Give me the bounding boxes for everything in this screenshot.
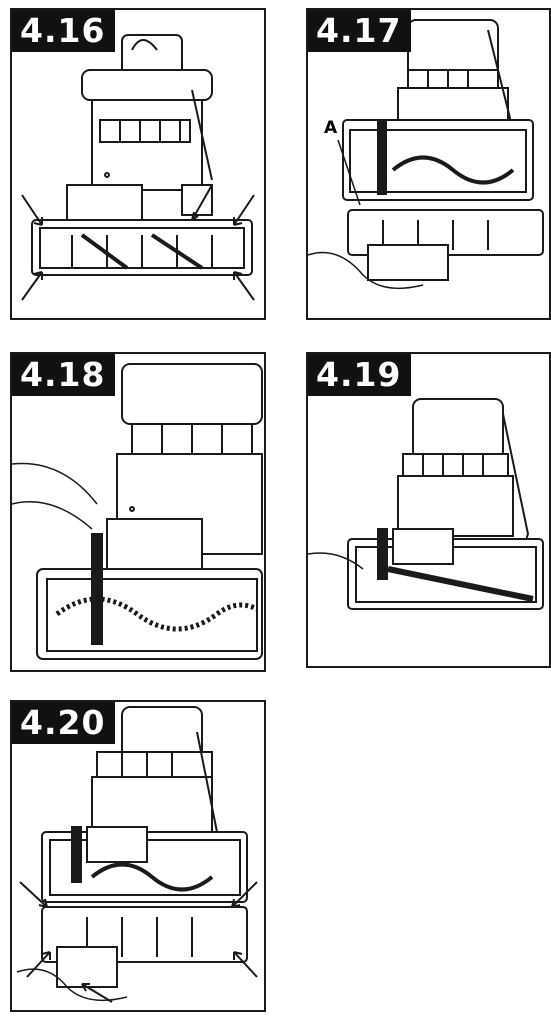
figure-label: 4.20 bbox=[12, 702, 115, 744]
figure-label: 4.19 bbox=[308, 354, 411, 396]
figure-4-20: 4.20 bbox=[10, 700, 266, 1012]
figure-4-16: 4.16 bbox=[10, 8, 266, 320]
brush-lift-illustration bbox=[12, 354, 264, 670]
brush-removal-illustration bbox=[308, 10, 549, 318]
figure-4-19: 4.19 bbox=[306, 352, 551, 668]
callout-label: A bbox=[324, 118, 337, 138]
figure-label: 4.17 bbox=[308, 10, 411, 52]
figure-label: 4.16 bbox=[12, 10, 115, 52]
figure-4-18: 4.18 bbox=[10, 352, 266, 672]
brush-reinsert-illustration bbox=[308, 354, 549, 666]
figure-4-17: 4.17 A bbox=[306, 8, 551, 320]
vacuum-base-illustration bbox=[12, 10, 264, 318]
reassembly-illustration bbox=[12, 702, 264, 1010]
figure-label: 4.18 bbox=[12, 354, 115, 396]
